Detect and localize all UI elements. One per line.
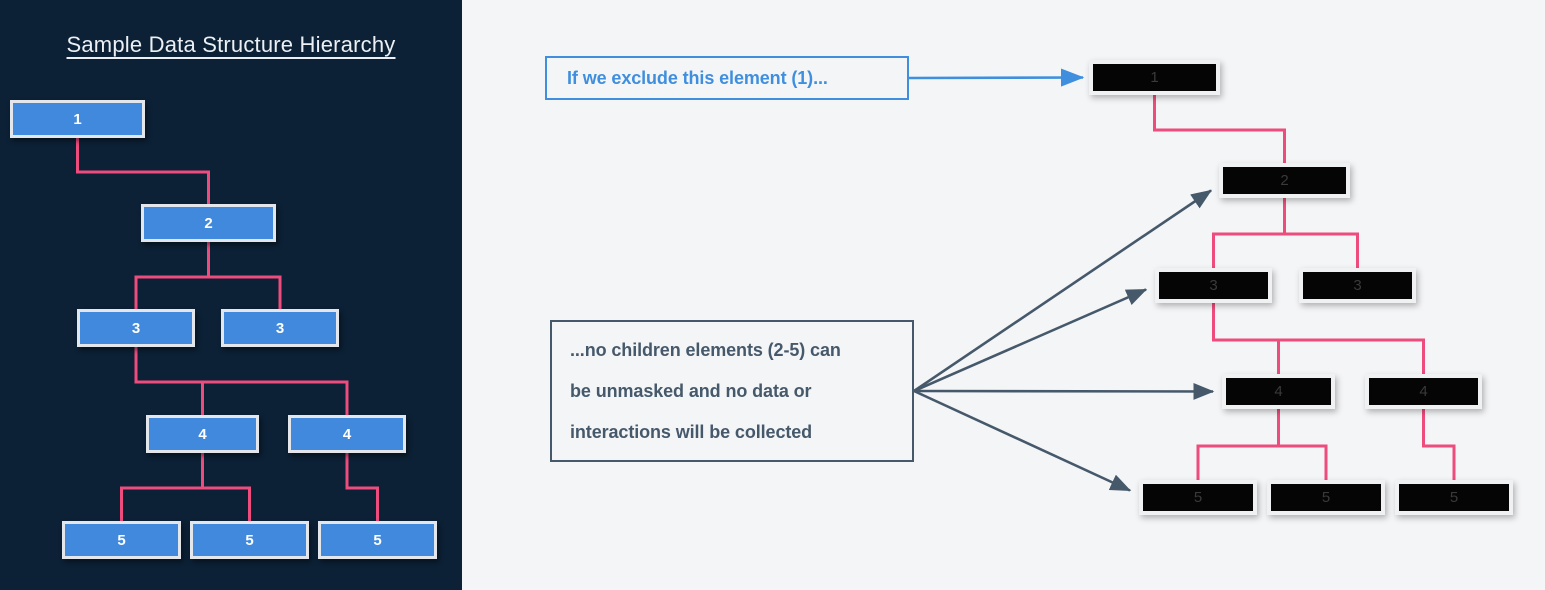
node-label: 4 <box>198 425 207 443</box>
node-label: 5 <box>1449 489 1459 506</box>
node-label: 4 <box>342 425 352 443</box>
callout-children-line-2: be unmasked and no data or <box>570 380 812 401</box>
node-label: 4 <box>1274 383 1283 400</box>
right-node-r5c[interactable]: 5 <box>1395 480 1513 515</box>
node-label: 3 <box>275 319 285 337</box>
left-node-l3b[interactable]: 3 <box>221 309 339 347</box>
callout-children-line-1: ...no children elements (2-5) can <box>570 339 841 360</box>
node-label: 4 <box>1419 383 1428 400</box>
tree-edge <box>134 347 349 415</box>
right-node-r5b[interactable]: 5 <box>1267 480 1385 515</box>
right-node-r5a[interactable]: 5 <box>1139 480 1257 515</box>
left-panel: Sample Data Structure Hierarchy 1 2 3 3 4 4 5 5… <box>0 0 462 590</box>
node-label: 1 <box>73 110 82 128</box>
tree-edge <box>134 242 210 309</box>
left-node-l4b[interactable]: 4 <box>288 415 406 453</box>
node-label: 5 <box>373 531 382 549</box>
node-label: 5 <box>117 531 126 549</box>
callout-children-masked: ...no children elements (2-5) can be unm… <box>550 320 914 462</box>
right-node-r3a[interactable]: 3 <box>1155 268 1272 303</box>
node-label: 5 <box>1321 489 1331 506</box>
tree-edge <box>207 242 282 309</box>
right-node-r1[interactable]: 1 <box>1089 60 1220 95</box>
tree-edge <box>345 453 379 521</box>
node-label: 3 <box>131 319 141 337</box>
node-label: 3 <box>1353 277 1362 294</box>
tree-edge <box>120 453 204 521</box>
left-node-l5c[interactable]: 5 <box>318 521 437 559</box>
tree-edge <box>201 453 251 521</box>
right-node-r3b[interactable]: 3 <box>1299 268 1416 303</box>
tree-edge <box>134 347 204 415</box>
left-node-l3a[interactable]: 3 <box>77 309 195 347</box>
node-label: 5 <box>245 531 254 549</box>
node-label: 5 <box>1193 489 1203 506</box>
callout-children-line-3: interactions will be collected <box>570 421 813 442</box>
left-node-l4a[interactable]: 4 <box>146 415 259 453</box>
left-node-l5a[interactable]: 5 <box>62 521 181 559</box>
right-node-r2[interactable]: 2 <box>1219 163 1350 198</box>
right-node-r4a[interactable]: 4 <box>1222 374 1335 409</box>
right-node-r4b[interactable]: 4 <box>1365 374 1482 409</box>
node-label: 1 <box>1150 69 1159 86</box>
tree-edge <box>76 138 210 204</box>
left-tree-connectors <box>76 138 379 521</box>
callout-children-text: ...no children elements (2-5) can be unm… <box>570 330 841 453</box>
node-label: 2 <box>204 214 213 232</box>
node-label: 3 <box>1209 277 1218 294</box>
left-node-l5b[interactable]: 5 <box>190 521 309 559</box>
left-node-l1[interactable]: 1 <box>10 100 145 138</box>
callout-exclude-text: If we exclude this element (1)... <box>567 67 828 88</box>
page-title: Sample Data Structure Hierarchy <box>66 32 396 57</box>
callout-exclude-element: If we exclude this element (1)... <box>545 56 909 100</box>
left-node-l2[interactable]: 2 <box>141 204 276 242</box>
node-label: 2 <box>1280 172 1289 189</box>
